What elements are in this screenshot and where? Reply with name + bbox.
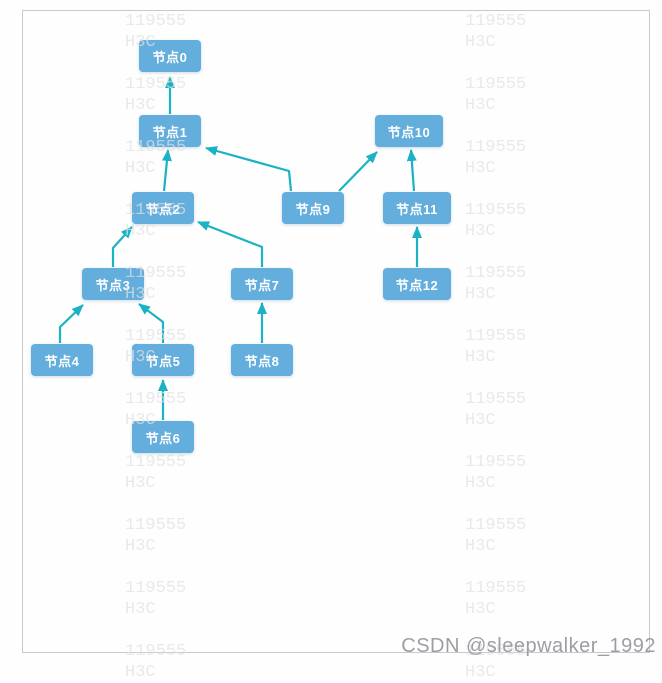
graph-node-n7: 节点7	[231, 268, 293, 300]
graph-node-n4: 节点4	[31, 344, 93, 376]
graph-node-n2: 节点2	[132, 192, 194, 224]
graph-node-n11: 节点11	[383, 192, 451, 224]
edge-n4-n3	[58, 304, 84, 343]
graph-node-n1: 节点1	[139, 115, 201, 147]
graph-node-n8: 节点8	[231, 344, 293, 376]
edge-n11-n10	[406, 149, 417, 192]
edge-n9-n10	[338, 151, 378, 192]
edge-n2-n1	[161, 149, 172, 192]
graph-node-n6: 节点6	[132, 421, 194, 453]
edge-n9-n1	[205, 146, 293, 192]
graph-node-n3: 节点3	[82, 268, 144, 300]
graph-node-n12: 节点12	[383, 268, 451, 300]
graph-node-n10: 节点10	[375, 115, 443, 147]
graph-node-n5: 节点5	[132, 344, 194, 376]
edge-n5-n3	[138, 303, 165, 343]
graph-node-n9: 节点9	[282, 192, 344, 224]
csdn-watermark: CSDN @sleepwalker_1992	[401, 635, 656, 657]
edge-layer	[58, 76, 422, 420]
graph-node-n0: 节点0	[139, 40, 201, 72]
diagram-panel	[22, 10, 650, 653]
edge-n3-n2	[111, 226, 133, 267]
edge-n7-n2	[197, 220, 264, 267]
